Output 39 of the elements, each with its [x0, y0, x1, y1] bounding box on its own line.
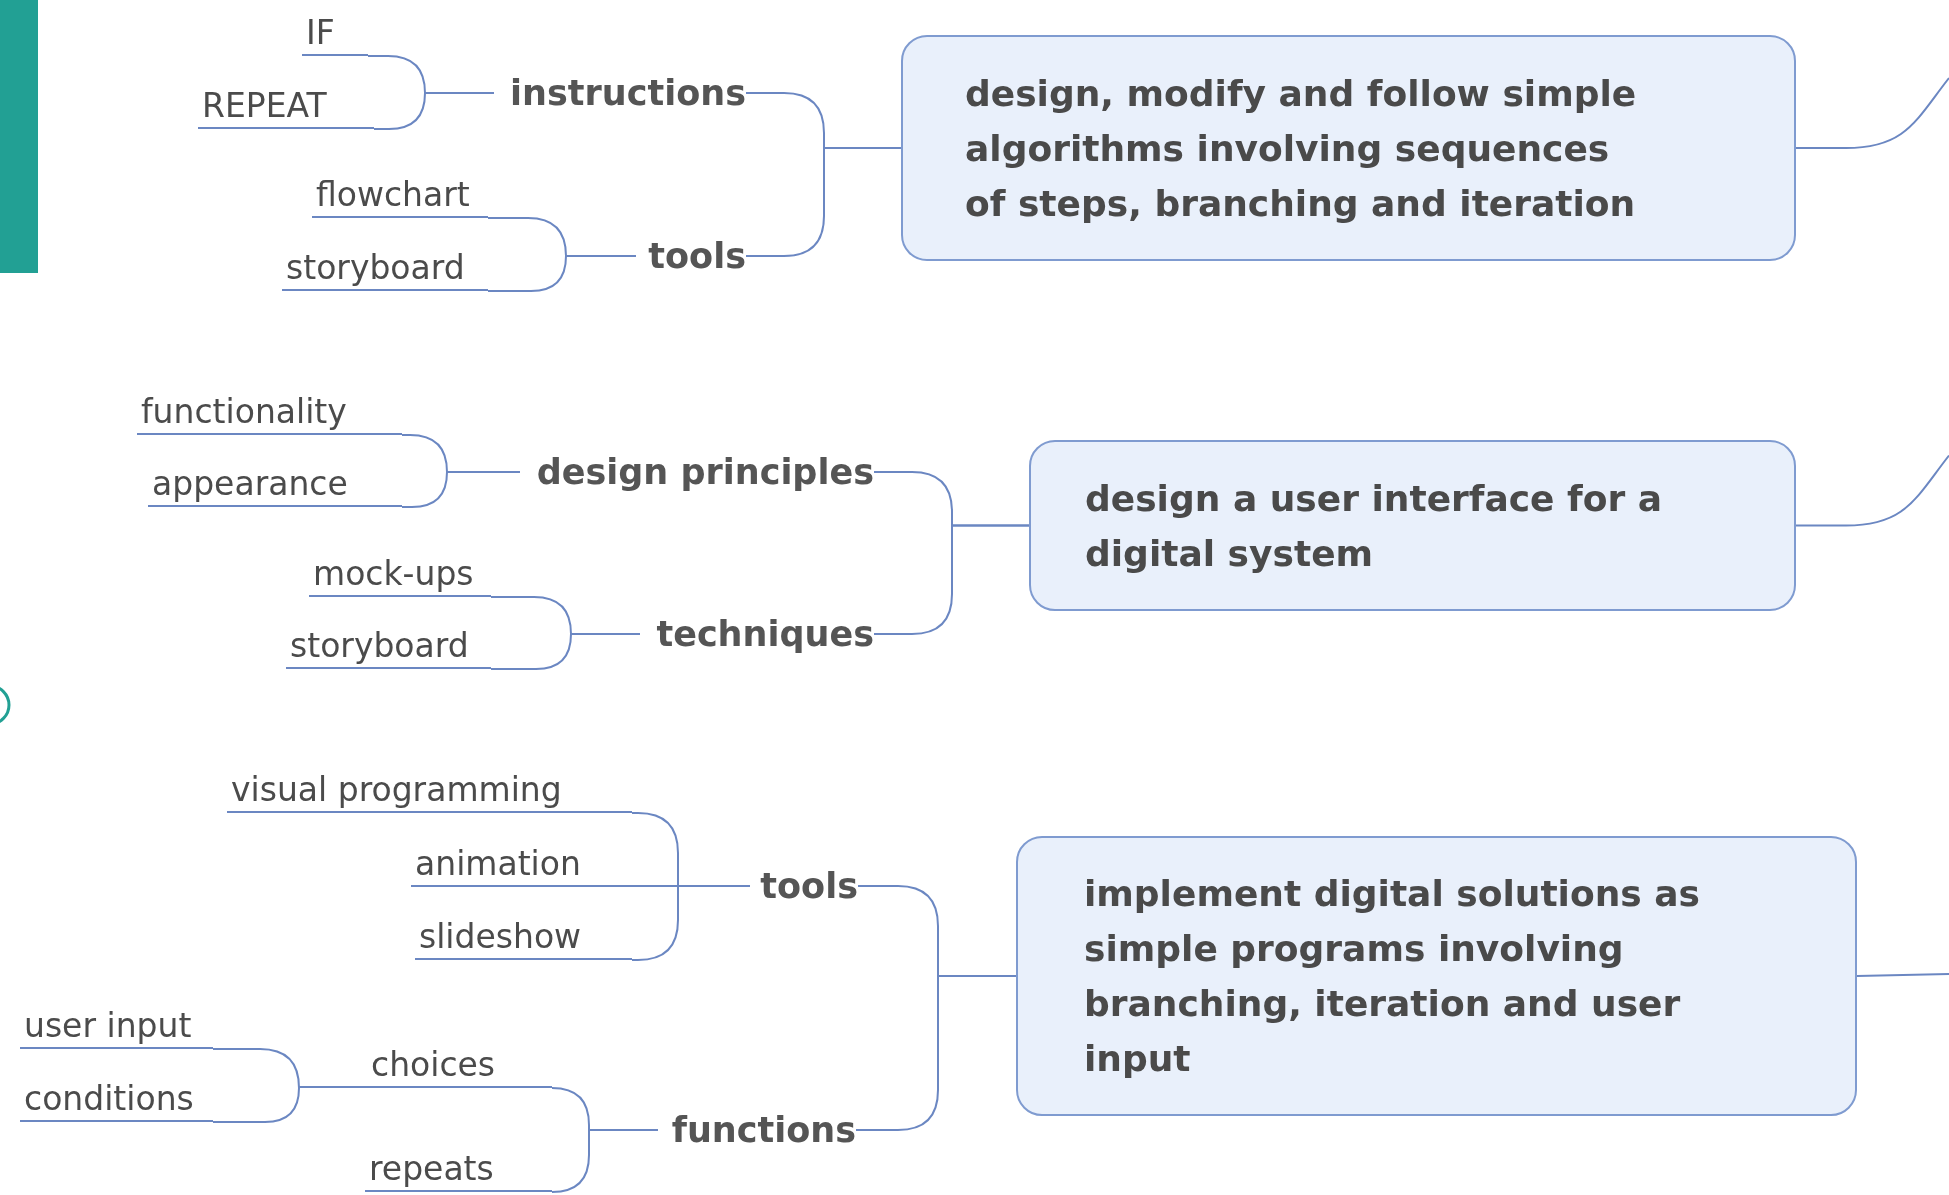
underlined-term: storyboard	[282, 245, 488, 291]
topic-box: implement digital solutions as simple programs involving branching, iteration and user input	[1016, 836, 1857, 1116]
underlined-term: appearance	[148, 461, 402, 507]
underlined-term: functionality	[137, 389, 402, 435]
underlined-term: visual programming	[227, 767, 632, 813]
branch-line	[490, 633, 641, 670]
underlined-term: conditions	[20, 1076, 213, 1122]
branch-line	[551, 1129, 659, 1193]
branch-line	[873, 524, 1030, 635]
branch-line	[1795, 454, 1949, 527]
underlined-term: mock-ups	[309, 551, 491, 597]
branch-line	[1795, 77, 1949, 149]
branch-line	[745, 147, 902, 257]
branch-label: techniques	[640, 612, 874, 656]
underlined-term: repeats	[365, 1146, 552, 1192]
branch-line	[212, 1087, 300, 1123]
branch-line	[855, 975, 1017, 1131]
branch-line	[373, 92, 495, 130]
underlined-term: animation	[411, 841, 678, 887]
branch-line	[401, 471, 521, 508]
underlined-term: storyboard	[286, 623, 491, 669]
branch-line	[631, 885, 751, 961]
branch-line	[487, 255, 637, 292]
underlined-term: choices	[299, 1042, 552, 1088]
underlined-term: flowchart	[312, 172, 488, 218]
underlined-term: REPEAT	[198, 83, 374, 129]
topic-box: design, modify and follow simple algorithms involving sequences of steps, branching and iteration	[901, 35, 1796, 261]
branch-line	[1856, 973, 1949, 977]
underlined-term: IF	[302, 10, 368, 56]
branch-label: tools	[636, 234, 746, 278]
underlined-term: slideshow	[415, 914, 632, 960]
branch-label: instructions	[494, 71, 746, 115]
side-bar	[0, 0, 38, 273]
branch-label: design principles	[520, 450, 874, 494]
underlined-term: user input	[20, 1003, 213, 1049]
branch-line	[212, 1048, 300, 1089]
branch-label: functions	[658, 1108, 856, 1152]
branch-label: tools	[750, 864, 858, 908]
topic-box: design a user interface for a digital system	[1029, 440, 1796, 611]
